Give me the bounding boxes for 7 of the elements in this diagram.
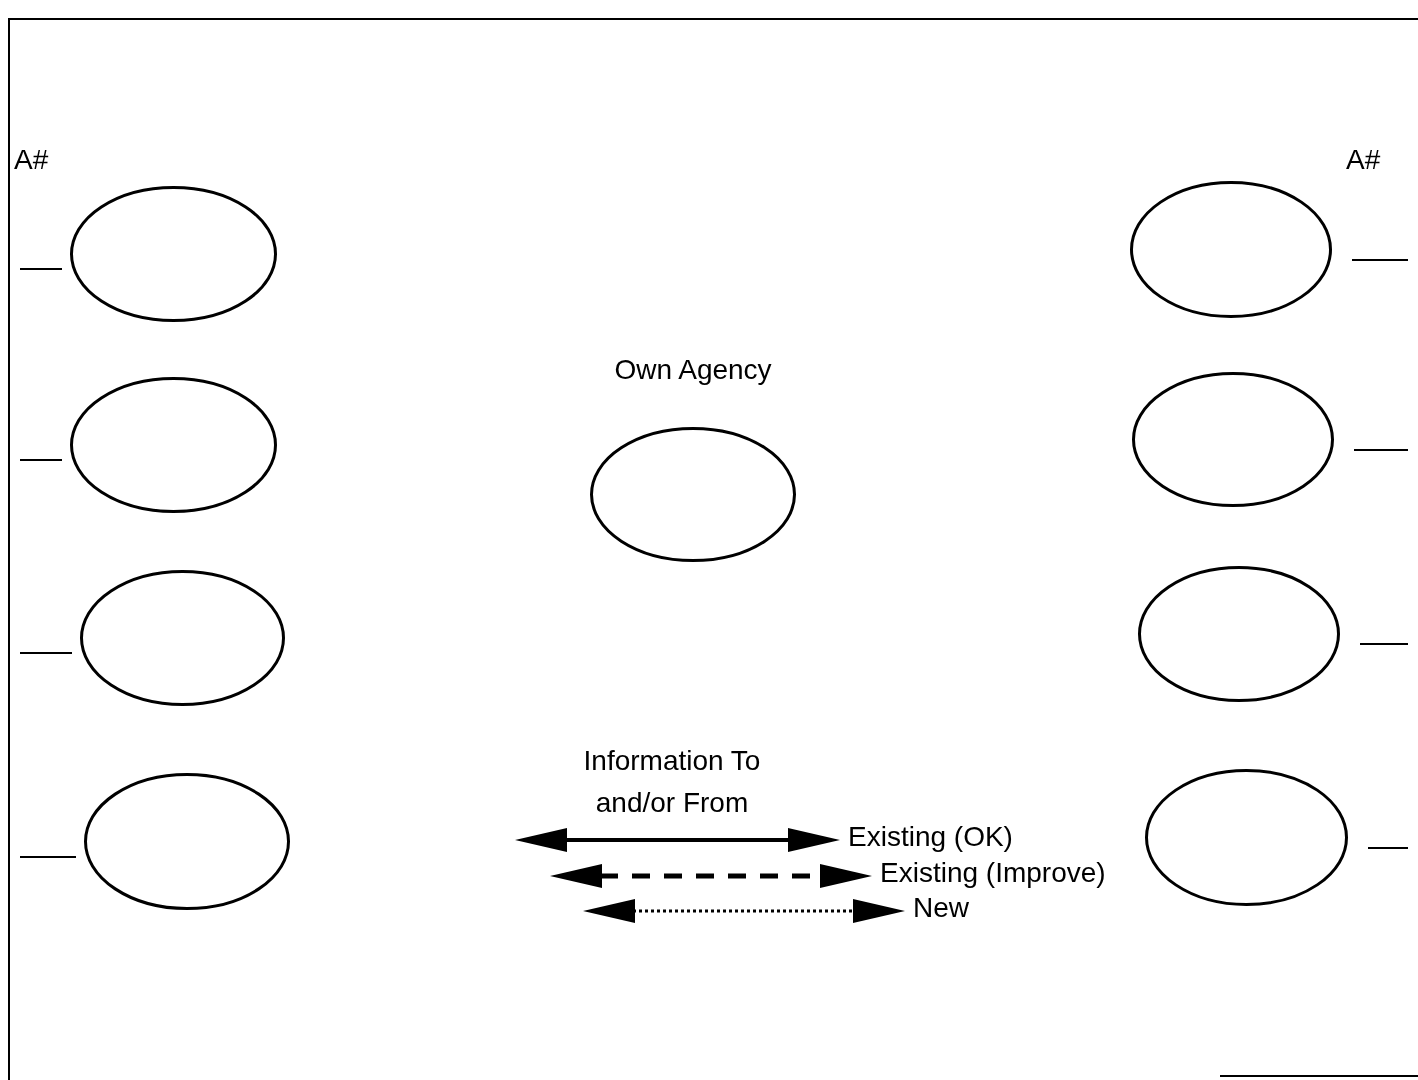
column-label: A#	[14, 145, 49, 176]
legend-label: Existing (OK)	[848, 822, 1013, 853]
legend-label: New	[913, 893, 969, 924]
legend-label: Existing (Improve)	[880, 858, 1106, 889]
node-heading: Own Agency	[614, 355, 772, 386]
column-label: A#	[1346, 145, 1381, 176]
legend-heading: Information To and/or From	[582, 744, 762, 820]
